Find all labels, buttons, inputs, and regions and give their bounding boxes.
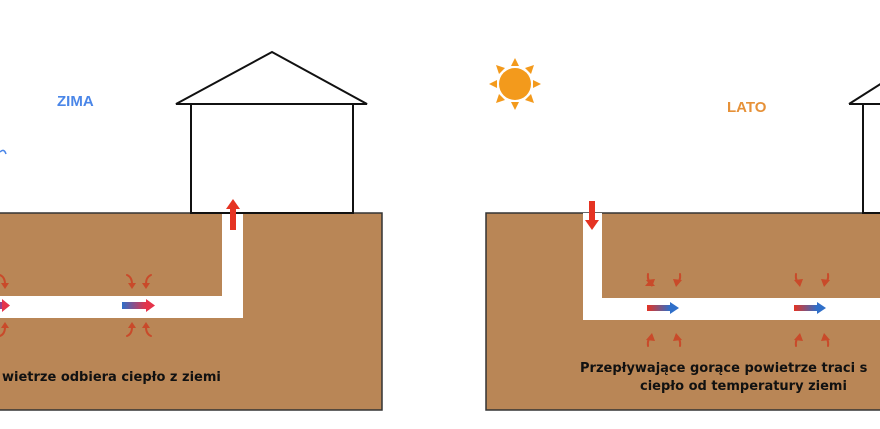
winter-house-icon bbox=[175, 50, 368, 214]
summer-label: LATO bbox=[727, 99, 767, 116]
wind-icon bbox=[0, 149, 7, 155]
summer-pipe bbox=[583, 213, 880, 320]
winter-heat-curl-icon bbox=[0, 274, 152, 337]
winter-airflow-arrow-icon bbox=[122, 299, 155, 312]
summer-caption-line2: ciepło od temperatury ziemi bbox=[640, 379, 847, 394]
winter-panel: ZIMA bbox=[0, 50, 383, 411]
summer-panel: LATO bbox=[485, 58, 880, 411]
summer-airflow-arrow-icon bbox=[647, 302, 679, 314]
winter-caption: wietrze odbiera ciepło z ziemi bbox=[2, 370, 221, 385]
summer-house-icon bbox=[848, 83, 880, 214]
winter-pipe bbox=[0, 213, 243, 318]
summer-caption-line1: Przepływające gorące powietrze traci s bbox=[580, 361, 868, 376]
summer-airflow-down-arrow-icon bbox=[585, 201, 599, 230]
winter-label: ZIMA bbox=[57, 93, 94, 110]
sun-icon bbox=[489, 58, 541, 110]
winter-airflow-arrow-icon bbox=[0, 299, 10, 312]
summer-heat-curl-icon bbox=[645, 273, 830, 347]
summer-airflow-arrow-icon bbox=[794, 302, 826, 314]
winter-airflow-up-arrow-icon bbox=[226, 199, 240, 230]
